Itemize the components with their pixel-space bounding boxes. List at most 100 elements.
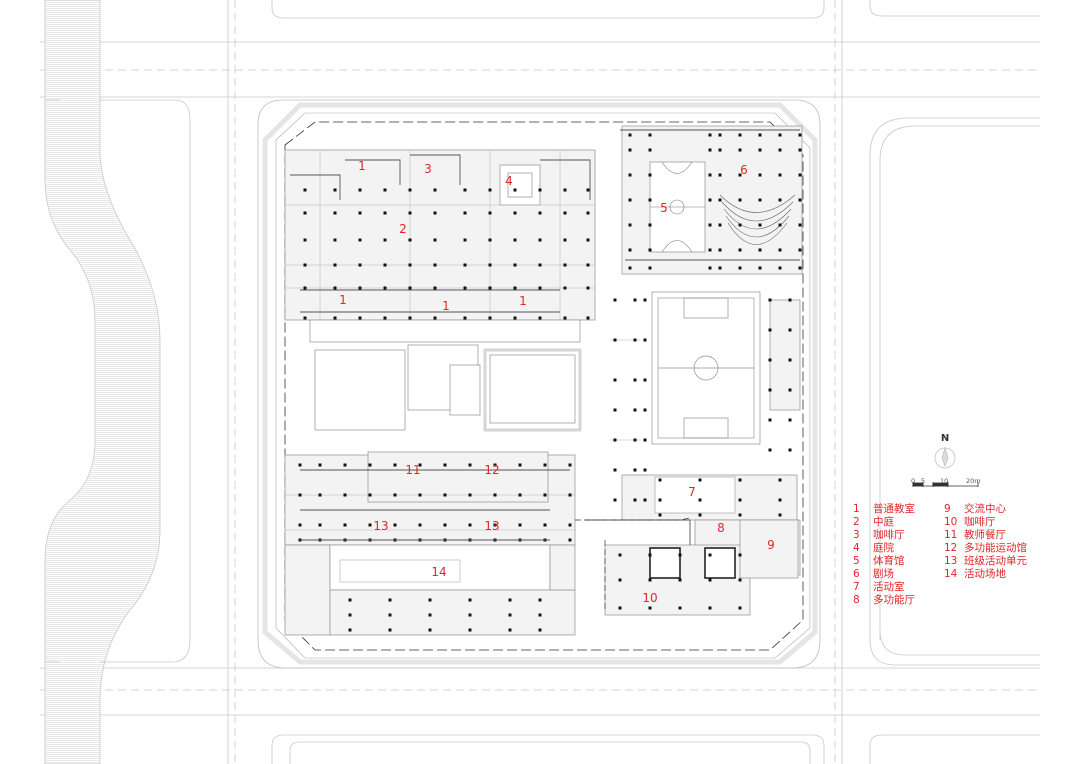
column-dot: [368, 523, 372, 527]
column-dot: [778, 173, 782, 177]
column-dot: [563, 188, 567, 192]
column-dot: [643, 298, 647, 302]
column-dot: [568, 493, 572, 497]
room-label-12: 12: [484, 463, 500, 477]
column-dot: [768, 448, 772, 452]
column-dot: [418, 493, 422, 497]
column-dot: [513, 211, 517, 215]
column-dot: [408, 238, 412, 242]
column-dot: [586, 286, 590, 290]
column-dot: [643, 438, 647, 442]
column-dot: [768, 328, 772, 332]
column-dot: [613, 438, 617, 442]
column-dot: [613, 408, 617, 412]
column-dot: [708, 133, 712, 137]
column-dot: [758, 133, 762, 137]
column-dot: [708, 606, 712, 610]
column-dot: [678, 606, 682, 610]
column-dot: [708, 248, 712, 252]
buildings: [284, 125, 803, 636]
column-dot: [586, 188, 590, 192]
column-dot: [633, 378, 637, 382]
column-dot: [738, 198, 742, 202]
column-dot: [758, 173, 762, 177]
column-dot: [563, 211, 567, 215]
column-dot: [538, 316, 542, 320]
room-label-1: 1: [519, 294, 527, 308]
column-dot: [443, 463, 447, 467]
column-dot: [538, 211, 542, 215]
column-dot: [418, 463, 422, 467]
column-dot: [778, 248, 782, 252]
column-dot: [513, 188, 517, 192]
column-dot: [648, 148, 652, 152]
room-label-6: 6: [740, 163, 748, 177]
column-dot: [333, 211, 337, 215]
column-dot: [613, 298, 617, 302]
column-dot: [643, 338, 647, 342]
column-dot: [433, 263, 437, 267]
room-label-13: 13: [373, 519, 389, 533]
column-dot: [408, 286, 412, 290]
column-dot: [648, 198, 652, 202]
column-dot: [513, 263, 517, 267]
column-dot: [648, 606, 652, 610]
column-dot: [508, 628, 512, 632]
column-dot: [518, 523, 522, 527]
column-dot: [333, 263, 337, 267]
column-dot: [586, 211, 590, 215]
column-dot: [738, 248, 742, 252]
column-dot: [493, 463, 497, 467]
column-dot: [768, 298, 772, 302]
column-dot: [788, 298, 792, 302]
column-dot: [568, 538, 572, 542]
column-dot: [798, 133, 802, 137]
column-dot: [708, 198, 712, 202]
column-dot: [428, 598, 432, 602]
column-dot: [393, 523, 397, 527]
column-dot: [698, 498, 702, 502]
column-dot: [543, 463, 547, 467]
column-dot: [563, 286, 567, 290]
column-dot: [488, 188, 492, 192]
room-label-1: 1: [339, 293, 347, 307]
scale-label: 10: [940, 477, 949, 485]
column-dot: [613, 378, 617, 382]
column-dot: [648, 553, 652, 557]
column-dot: [778, 266, 782, 270]
column-dot: [543, 523, 547, 527]
room-label-4: 4: [505, 174, 513, 188]
column-dot: [468, 523, 472, 527]
scale-bar: [912, 482, 979, 487]
column-dot: [303, 263, 307, 267]
column-dot: [443, 493, 447, 497]
column-dot: [433, 286, 437, 290]
column-dot: [383, 211, 387, 215]
column-dot: [538, 628, 542, 632]
column-dot: [708, 173, 712, 177]
column-dot: [798, 148, 802, 152]
column-dot: [778, 223, 782, 227]
column-dot: [643, 468, 647, 472]
column-dot: [518, 463, 522, 467]
north-label: N: [940, 433, 950, 444]
column-dot: [408, 211, 412, 215]
column-dot: [648, 173, 652, 177]
column-dot: [358, 238, 362, 242]
column-dot: [488, 286, 492, 290]
column-dot: [758, 223, 762, 227]
column-dot: [568, 523, 572, 527]
column-dot: [348, 598, 352, 602]
column-dot: [443, 523, 447, 527]
column-dot: [433, 238, 437, 242]
column-dot: [628, 223, 632, 227]
column-dot: [538, 188, 542, 192]
column-dot: [633, 338, 637, 342]
room-label-13: 13: [484, 519, 500, 533]
